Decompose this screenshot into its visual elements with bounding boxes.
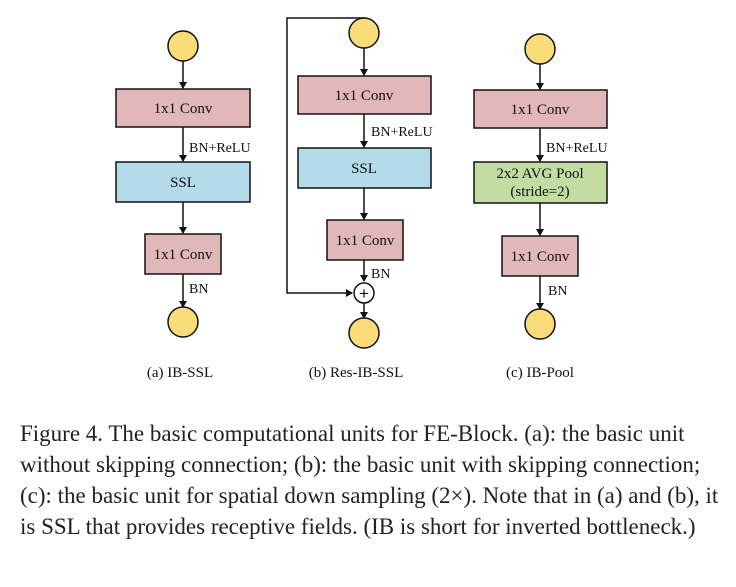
c-pool-subline: (stride=2): [510, 184, 569, 200]
a-conv2-box: [144, 233, 222, 275]
c-bn-label: BN: [548, 284, 567, 299]
a-bn-label: BN: [189, 282, 208, 297]
a-ssl-box: [115, 161, 251, 203]
c-bnrelu-label: BN+ReLU: [546, 141, 608, 156]
a-output-node: [167, 306, 199, 338]
c-pool-box: [473, 161, 608, 204]
a-input-node: [167, 30, 199, 62]
b-bn-label: BN: [371, 267, 390, 282]
b-sum-symbol: +: [359, 284, 369, 303]
c-input-node: [524, 33, 556, 65]
c-conv2-label: 1x1 Conv: [511, 249, 570, 265]
b-conv1-label: 1x1 Conv: [335, 88, 394, 104]
diagram-b-res-ib-ssl: 1x1 Conv BN+ReLU SSL 1x1 Conv BN + (b) R…: [286, 17, 433, 381]
b-conv2-box: [326, 219, 404, 261]
a-title: (a) IB-SSL: [147, 365, 213, 381]
a-conv2-label: 1x1 Conv: [154, 247, 213, 263]
c-conv1-label: 1x1 Conv: [511, 102, 570, 118]
diagram-c-ib-pool: 1x1 Conv BN+ReLU 2x2 AVG Pool (stride=2)…: [473, 33, 608, 381]
b-input-node: [348, 17, 380, 49]
c-pool-label: 2x2 AVG Pool: [496, 166, 583, 182]
b-title: (b) Res-IB-SSL: [309, 365, 404, 381]
b-conv2-label: 1x1 Conv: [336, 233, 395, 249]
b-ssl-box: [297, 147, 432, 189]
architecture-diagram: 1x1 Conv BN+ReLU SSL 1x1 Conv BN (a) IB-…: [115, 17, 608, 381]
diagram-a-ib-ssl: 1x1 Conv BN+ReLU SSL 1x1 Conv BN (a) IB-…: [115, 30, 251, 381]
b-ssl-label: SSL: [351, 161, 377, 177]
b-conv1-box: [297, 75, 432, 115]
c-output-node: [524, 308, 556, 340]
c-conv1-box: [473, 89, 608, 129]
a-ssl-label: SSL: [170, 175, 196, 191]
b-skip-connection: [286, 17, 364, 297]
b-bnrelu-label: BN+ReLU: [371, 125, 433, 140]
c-conv2-box: [501, 235, 579, 277]
c-title: (c) IB-Pool: [506, 365, 574, 381]
a-conv1-label: 1x1 Conv: [154, 101, 213, 117]
a-bnrelu-label: BN+ReLU: [189, 141, 251, 156]
b-output-node: [348, 317, 380, 349]
figure-caption: Figure 4. The basic computational units …: [20, 421, 719, 539]
